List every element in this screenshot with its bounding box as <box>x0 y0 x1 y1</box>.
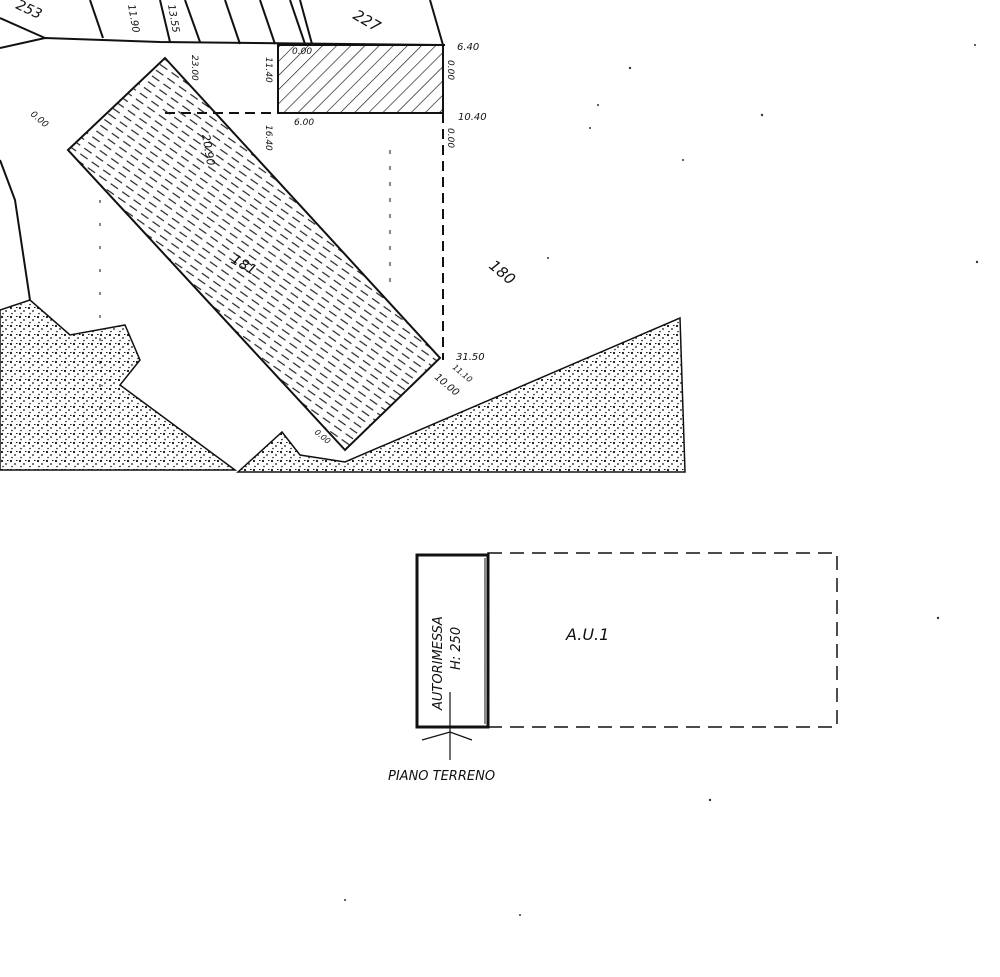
dim-20-90: 20.90 <box>199 133 217 166</box>
parcel-boundaries <box>0 0 446 301</box>
garage-height: H: 250 <box>449 627 464 670</box>
dim-16-40: 16.40 <box>263 125 273 151</box>
terrain-right <box>236 316 686 473</box>
parcel-181-shape <box>66 56 442 452</box>
unit-au1-outline <box>487 552 838 728</box>
garage-label: AUTORIMESSA <box>431 616 446 711</box>
entrance-arrow-icon <box>421 692 473 760</box>
parcel-253-label: 253 <box>13 0 44 23</box>
dim-11-10: 11.10 <box>451 363 474 385</box>
dim-0-00-top: 0.00 <box>292 47 312 57</box>
floor-plan: AUTORIMESSA H: 250 A.U.1 PIANO TERRENO <box>388 552 838 784</box>
dim-13-55: 13.55 <box>165 4 181 34</box>
dim-0-00-left: 0.00 <box>28 110 50 131</box>
dim-11-40: 11.40 <box>263 57 273 83</box>
dim-10-00: 10.00 <box>432 372 461 399</box>
dim-0-00-right: 0.00 <box>445 60 455 80</box>
scan-specks <box>344 44 979 916</box>
dim-11-90: 11.90 <box>125 4 141 34</box>
dim-31-50: 31.50 <box>456 352 485 363</box>
level-label: PIANO TERRENO <box>388 769 495 784</box>
hatched-lot <box>277 44 444 114</box>
unit-label: A.U.1 <box>565 625 609 644</box>
dim-10-40: 10.40 <box>458 112 487 123</box>
dim-0-00-right2: 0.00 <box>445 128 455 148</box>
terrain-left <box>0 299 238 471</box>
dim-23-00: 23.00 <box>189 55 199 81</box>
parcel-180-label: 180 <box>485 256 519 288</box>
dim-6-40: 6.40 <box>457 42 479 53</box>
parcel-227-label: 227 <box>350 6 384 36</box>
dim-6-00: 6.00 <box>294 118 314 128</box>
